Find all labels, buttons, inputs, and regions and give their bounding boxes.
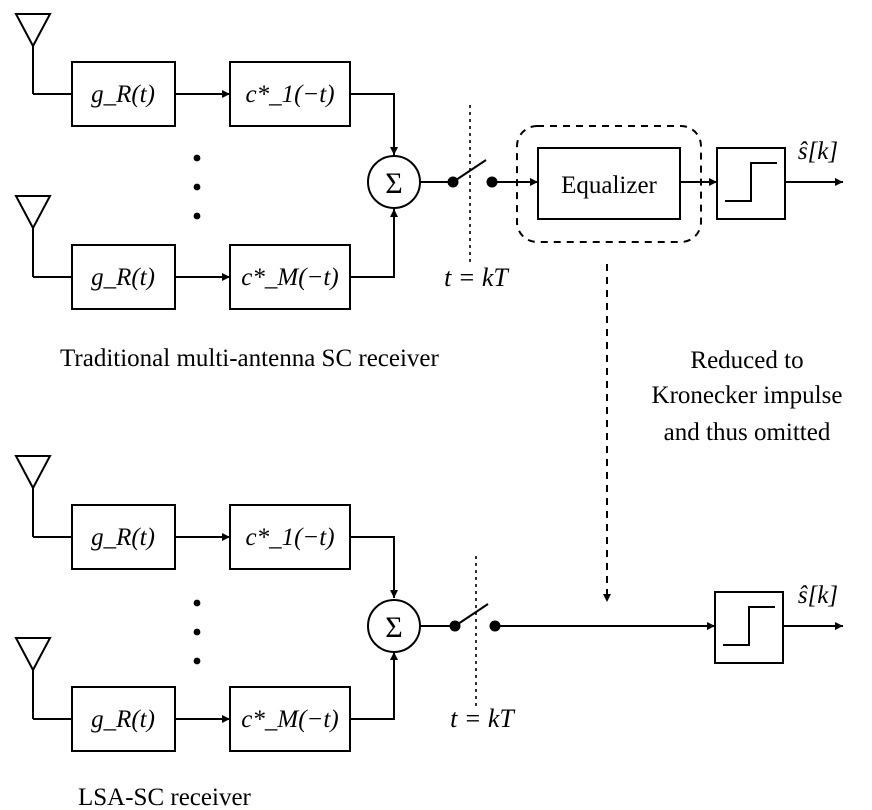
matched-filter-block: g_R(t) xyxy=(71,61,176,127)
equalizer-label: Equalizer xyxy=(561,172,657,199)
block-label: c*_1(−t) xyxy=(245,81,334,108)
sampler-switch: t = kT xyxy=(420,105,509,292)
output-label: ŝ[k] xyxy=(798,582,838,609)
annotation-line: and thus omitted xyxy=(664,419,831,446)
matched-filter-block: g_R(t) xyxy=(71,244,176,310)
lsa-sc-receiver: g_R(t) c*_1(−t) g_R(t) c*_M(−t) Σ xyxy=(14,455,843,810)
annotation-text: Reduced to Kronecker impulse and thus om… xyxy=(652,347,843,446)
matched-filter-block: g_R(t) xyxy=(71,504,176,570)
sum-node: Σ xyxy=(367,155,421,209)
sum-symbol: Σ xyxy=(385,167,402,200)
block-label: g_R(t) xyxy=(91,81,155,108)
antenna-icon xyxy=(14,455,72,538)
output-label: ŝ[k] xyxy=(798,138,838,165)
combiner-block: c*_M(−t) xyxy=(229,244,351,310)
matched-filter-block: g_R(t) xyxy=(71,686,176,752)
sampling-time-label: t = kT xyxy=(444,263,509,292)
block-label: c*_M(−t) xyxy=(241,706,338,733)
sum-node: Σ xyxy=(367,599,421,653)
traditional-receiver: g_R(t) c*_1(−t) g_R(t) c*_M(−t) Σ xyxy=(14,13,843,372)
block-label: c*_1(−t) xyxy=(245,524,334,551)
block-label: g_R(t) xyxy=(91,524,155,551)
combiner-block: c*_1(−t) xyxy=(229,504,351,570)
equalizer-block: Equalizer xyxy=(516,125,702,243)
block-label: g_R(t) xyxy=(91,264,155,291)
annotation-line: Kronecker impulse xyxy=(652,382,843,409)
antenna-icon xyxy=(14,13,72,95)
decision-device xyxy=(714,591,784,664)
annotation-line: Reduced to xyxy=(690,347,803,374)
antenna-icon xyxy=(14,195,72,278)
ellipsis-icon xyxy=(193,154,201,220)
bottom-caption: LSA-SC receiver xyxy=(78,784,252,810)
ellipsis-icon xyxy=(193,599,201,665)
sampler-switch: t = kT xyxy=(420,556,515,733)
top-caption: Traditional multi-antenna SC receiver xyxy=(60,345,440,372)
combiner-block: c*_M(−t) xyxy=(229,686,351,752)
block-label: g_R(t) xyxy=(91,706,155,733)
sampling-time-label: t = kT xyxy=(450,704,515,733)
antenna-icon xyxy=(14,637,72,720)
block-label: c*_M(−t) xyxy=(241,264,338,291)
decision-device xyxy=(716,147,786,220)
sum-symbol: Σ xyxy=(385,611,402,644)
combiner-block: c*_1(−t) xyxy=(229,61,351,127)
